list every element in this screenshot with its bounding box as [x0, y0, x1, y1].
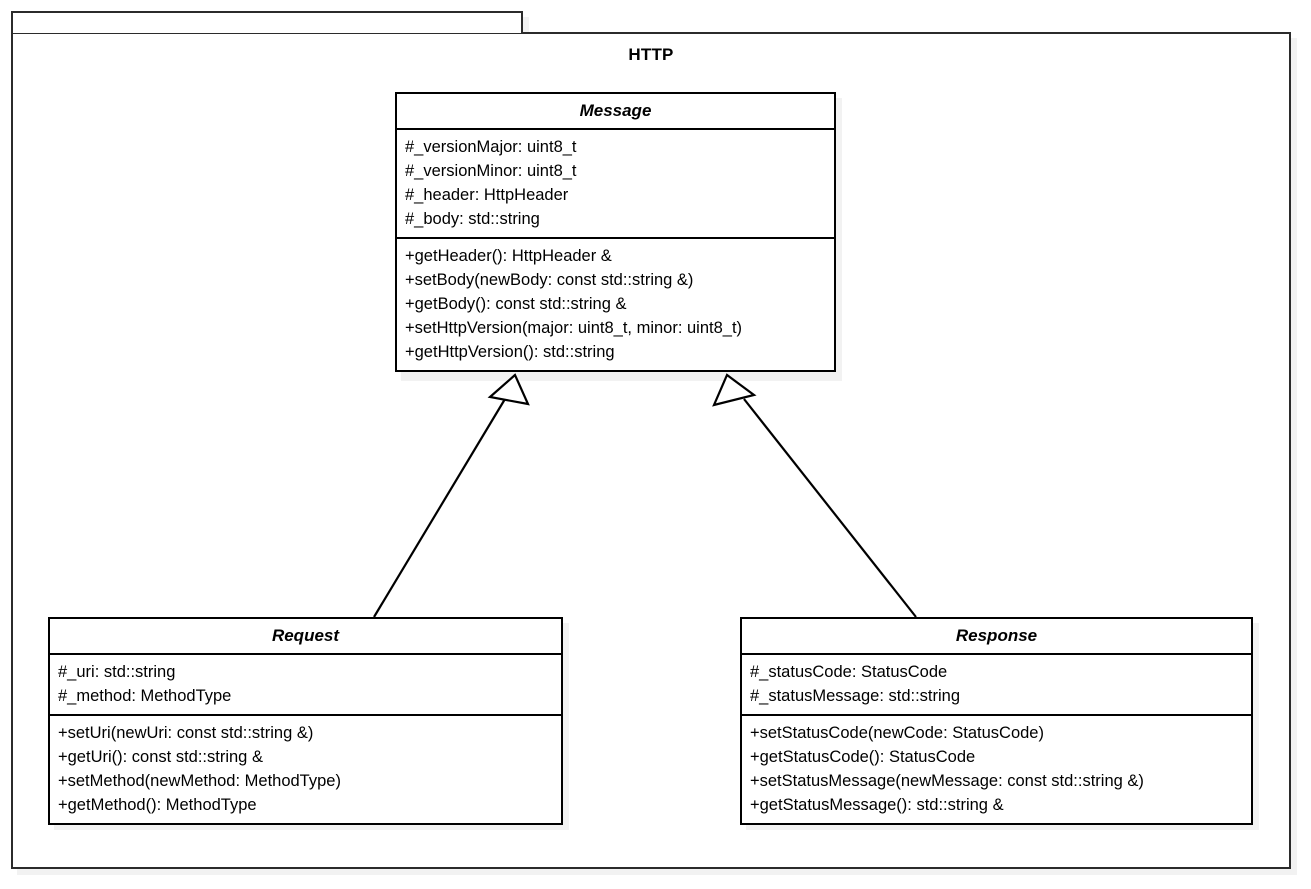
method-row: +setUri(newUri: const std::string &) — [58, 724, 314, 742]
attribute-row: #_versionMajor: uint8_t — [405, 138, 577, 156]
method-row: +setStatusMessage(newMessage: const std:… — [750, 772, 1144, 790]
class-name-message: Message — [397, 94, 834, 130]
method-row: +setMethod(newMethod: MethodType) — [58, 772, 341, 790]
attribute-row: #_statusMessage: std::string — [750, 687, 961, 705]
attribute-row: #_method: MethodType — [58, 687, 232, 705]
class-box-message[interactable]: Message #_versionMajor: uint8_t #_versio… — [395, 92, 836, 372]
method-row: +getUri(): const std::string & — [58, 748, 263, 766]
method-row: +getStatusCode(): StatusCode — [750, 748, 976, 766]
class-name-response: Response — [742, 619, 1251, 655]
class-name-request: Request — [50, 619, 561, 655]
attribute-row: #_uri: std::string — [58, 663, 176, 681]
class-methods-request: +setUri(newUri: const std::string &) +ge… — [50, 716, 561, 823]
method-row: +getStatusMessage(): std::string & — [750, 796, 1004, 814]
method-row: +getBody(): const std::string & — [405, 295, 627, 313]
class-attributes-request: #_uri: std::string #_method: MethodType — [50, 655, 561, 716]
attribute-row: #_statusCode: StatusCode — [750, 663, 948, 681]
method-row: +getMethod(): MethodType — [58, 796, 257, 814]
package-tab — [11, 11, 523, 33]
class-attributes-message: #_versionMajor: uint8_t #_versionMinor: … — [397, 130, 834, 239]
package-title: HTTP — [628, 45, 674, 64]
class-methods-response: +setStatusCode(newCode: StatusCode) +get… — [742, 716, 1251, 823]
class-box-response[interactable]: Response #_statusCode: StatusCode #_stat… — [740, 617, 1253, 825]
method-row: +getHttpVersion(): std::string — [405, 343, 615, 361]
attribute-row: #_header: HttpHeader — [405, 186, 569, 204]
class-box-request[interactable]: Request #_uri: std::string #_method: Met… — [48, 617, 563, 825]
class-methods-message: +getHeader(): HttpHeader & +setBody(newB… — [397, 239, 834, 370]
method-row: +setStatusCode(newCode: StatusCode) — [750, 724, 1044, 742]
attribute-row: #_versionMinor: uint8_t — [405, 162, 577, 180]
class-attributes-response: #_statusCode: StatusCode #_statusMessage… — [742, 655, 1251, 716]
attribute-row: #_body: std::string — [405, 210, 540, 228]
method-row: +getHeader(): HttpHeader & — [405, 247, 612, 265]
method-row: +setBody(newBody: const std::string &) — [405, 271, 694, 289]
method-row: +setHttpVersion(major: uint8_t, minor: u… — [405, 319, 743, 337]
